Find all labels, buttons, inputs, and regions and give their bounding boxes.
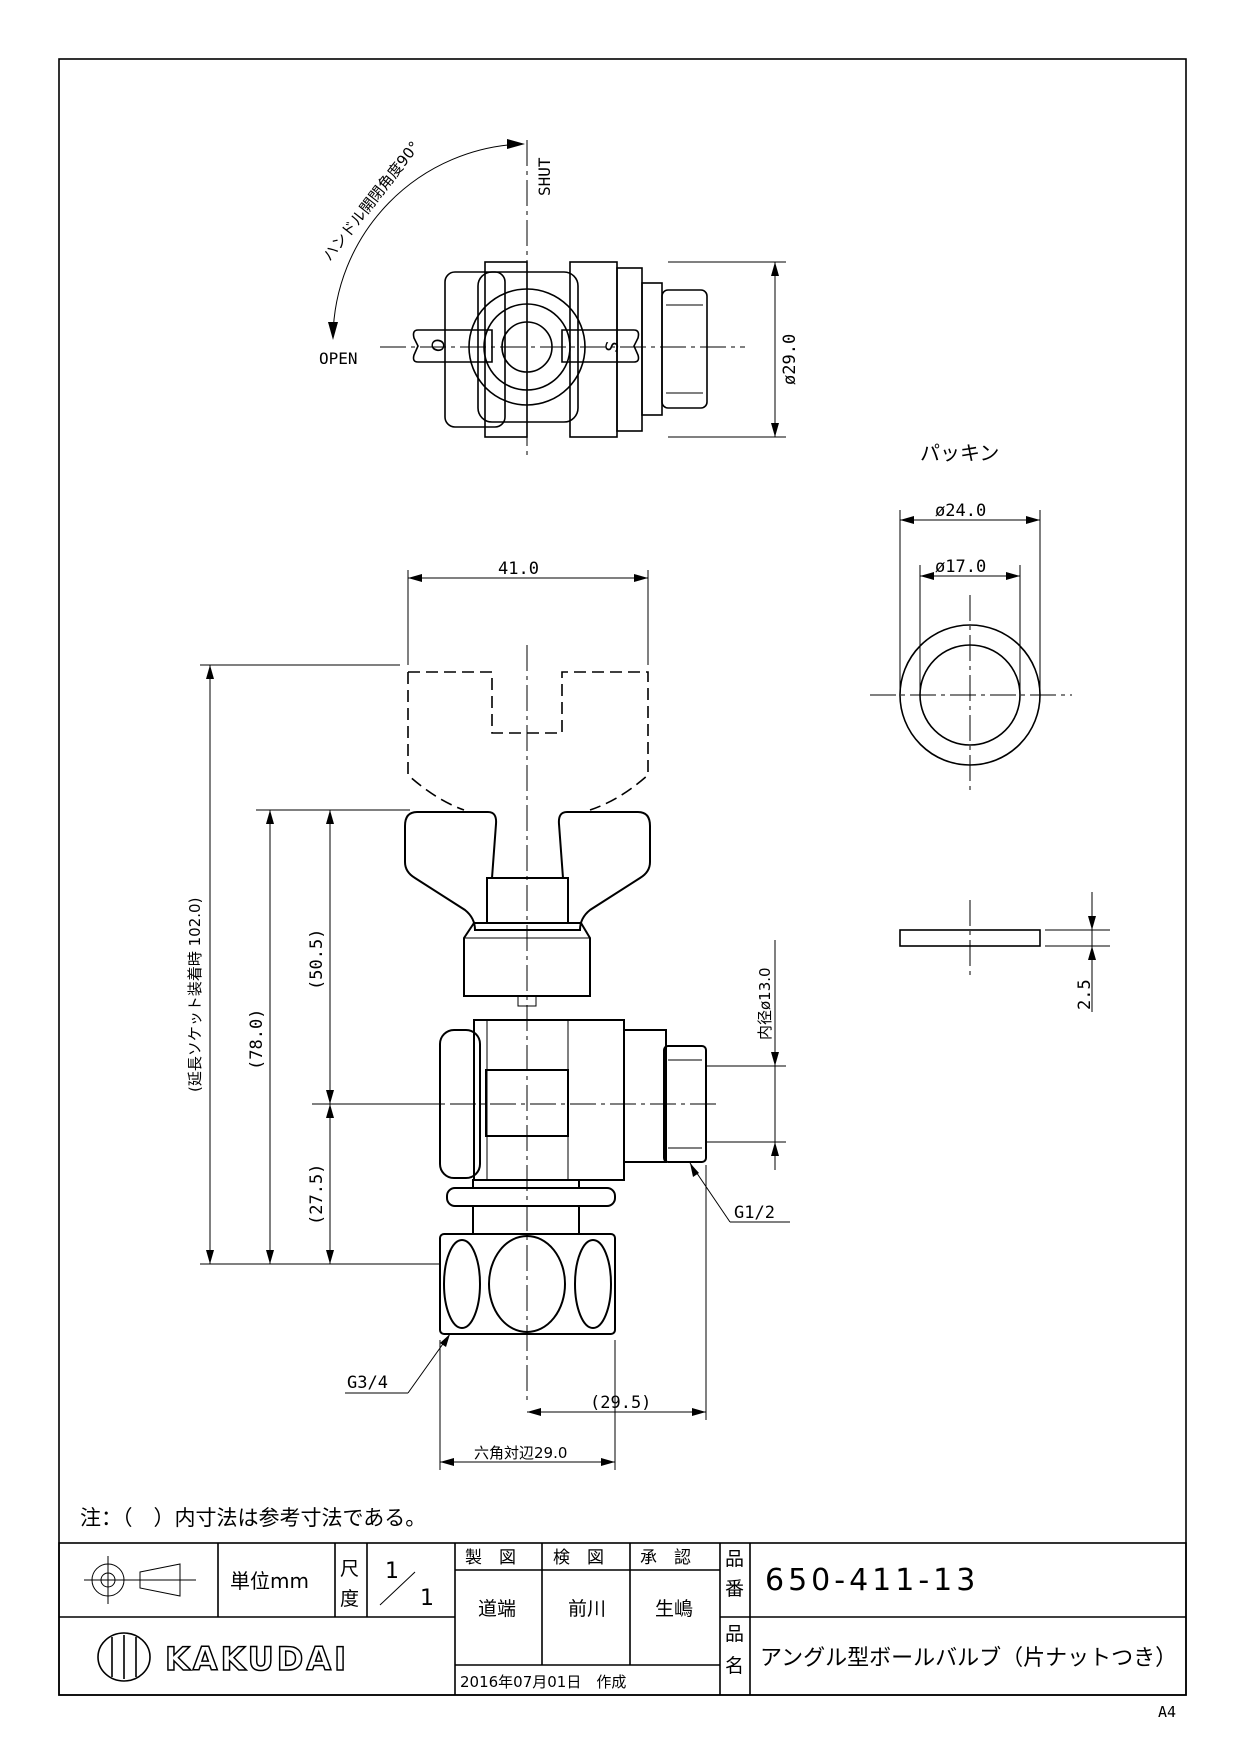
paper-size: A4	[1158, 1703, 1176, 1721]
inner-diameter-dimension: 内径ø13.0	[756, 967, 774, 1040]
name-checked: 前川	[568, 1598, 606, 1620]
reference-note: 注：（ ）内寸法は参考寸法である。	[80, 1506, 426, 1530]
thread-g34-label: G3/4	[347, 1373, 388, 1393]
creation-date: 2016年07月01日 作成	[460, 1673, 626, 1691]
scale-label-1: 尺	[340, 1558, 359, 1580]
name-drawn: 道端	[478, 1598, 516, 1620]
col-checked: 検 図	[553, 1548, 604, 1568]
dim-27-5: (27.5)	[307, 1164, 327, 1225]
packing-outer-dim: ø24.0	[935, 501, 986, 521]
extension-socket-dimension: (延長ソケット装着時 102.0)	[186, 898, 204, 1092]
part-name: アングル型ボールバルブ（片ナットつき）	[760, 1646, 1177, 1671]
company-name: KAKUDAI	[165, 1640, 349, 1678]
scale-numerator: 1	[385, 1559, 399, 1584]
packing-inner-dim: ø17.0	[935, 557, 986, 577]
name-approved: 生嶋	[655, 1598, 693, 1620]
scale-denominator: 1	[420, 1586, 434, 1611]
dim-29-5: (29.5)	[590, 1393, 651, 1413]
part-number: 650-411-13	[765, 1563, 979, 1598]
handle-angle-label: ハンドル開閉角度90°	[319, 138, 423, 265]
scale-label-2: 度	[340, 1588, 359, 1610]
handle-mark-shut: S	[602, 340, 624, 354]
open-label: OPEN	[319, 349, 358, 368]
shut-label: SHUT	[535, 157, 554, 196]
valve-top-view: O S ハンドル開閉角度90° SHUT OPEN ø29.0	[319, 138, 800, 458]
packing-label: パッキン	[920, 441, 999, 465]
handle-mark-open: O	[428, 337, 450, 354]
dim-78: (78.0)	[247, 1009, 267, 1070]
drawing-border	[58, 58, 1187, 1696]
valve-front-view: 41.0 (延長ソケット装着時 102.0) (78.0) (50.5) (27…	[186, 559, 790, 1470]
title-block: 単位mm 尺 度 1 1 製 図 検 図 承 認 道端 前川 生嶋 2016年0…	[58, 1542, 1187, 1696]
width-dimension: 41.0	[498, 559, 539, 579]
top-diameter-dimension: ø29.0	[780, 334, 800, 385]
col-drawn: 製 図	[465, 1548, 516, 1568]
packing-view: パッキン ø24.0 ø17.0 2.5	[870, 441, 1110, 1012]
part-name-label-2: 名	[725, 1655, 744, 1677]
packing-thickness-dim: 2.5	[1075, 979, 1095, 1010]
col-approved: 承 認	[640, 1548, 691, 1568]
part-no-label-1: 品	[725, 1548, 744, 1570]
part-no-label-2: 番	[725, 1578, 744, 1600]
dim-50-5: (50.5)	[307, 929, 327, 990]
thread-g12-label: G1/2	[734, 1203, 775, 1223]
part-name-label-1: 品	[725, 1623, 744, 1645]
kakudai-logo: KAKUDAI	[97, 1632, 349, 1682]
third-angle-projection-symbol	[84, 1556, 196, 1604]
hex-dimension: 六角対辺29.0	[474, 1444, 567, 1462]
unit-label: 単位mm	[230, 1569, 309, 1593]
